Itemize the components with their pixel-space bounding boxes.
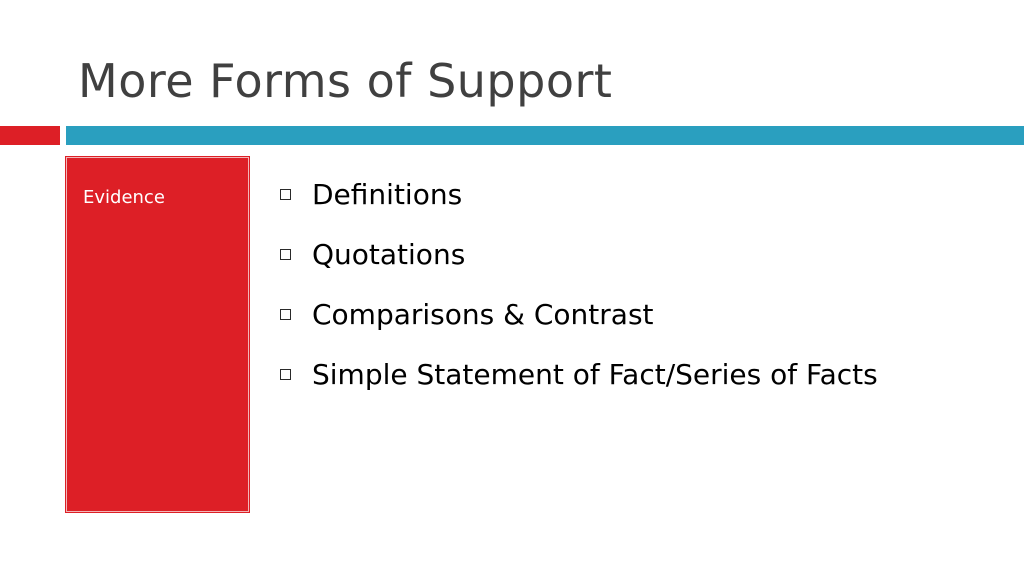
bullet-text: Simple Statement of Fact/Series of Facts: [312, 358, 878, 391]
accent-bar-teal: [66, 126, 1024, 145]
accent-bar-red: [0, 126, 60, 145]
square-bullet-icon: [280, 369, 291, 380]
side-panel-label: Evidence: [83, 187, 165, 208]
square-bullet-icon: [280, 309, 291, 320]
bullet-item-quotations: Quotations: [276, 232, 916, 278]
square-bullet-icon: [280, 189, 291, 200]
square-bullet-icon: [280, 249, 291, 260]
bullet-text: Comparisons & Contrast: [312, 298, 654, 331]
bullet-list: Definitions Quotations Comparisons & Con…: [276, 172, 916, 412]
bullet-item-definitions: Definitions: [276, 172, 916, 218]
bullet-item-comparisons: Comparisons & Contrast: [276, 292, 916, 338]
side-panel: Evidence: [65, 156, 250, 513]
bullet-item-facts: Simple Statement of Fact/Series of Facts: [276, 352, 916, 398]
slide-title: More Forms of Support: [78, 54, 613, 108]
bullet-text: Definitions: [312, 178, 463, 211]
bullet-text: Quotations: [312, 238, 466, 271]
